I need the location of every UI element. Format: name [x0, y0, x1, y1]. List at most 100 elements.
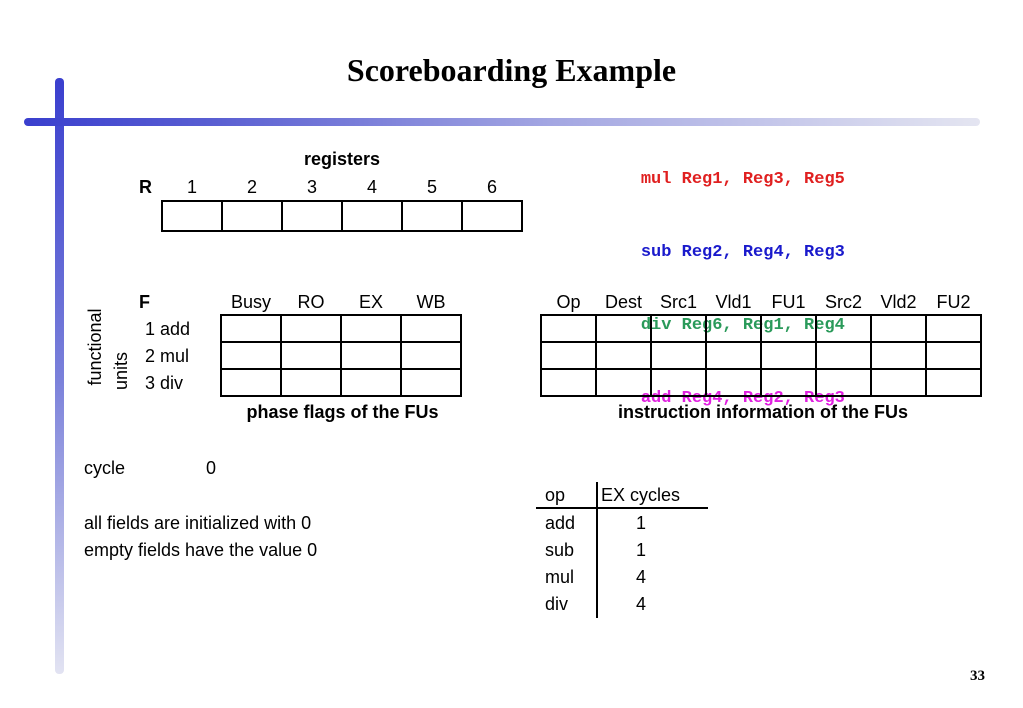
phase-header-ro: RO	[297, 292, 325, 312]
info-cell	[650, 314, 707, 343]
register-cell	[281, 200, 343, 232]
instruction-mul: mul Reg1, Reg3, Reg5	[600, 147, 845, 213]
phase-cell	[340, 368, 402, 397]
info-cell	[595, 314, 652, 343]
register-col-4: 4	[366, 177, 377, 197]
phase-cell	[220, 341, 282, 370]
registers-heading: registers	[303, 149, 381, 169]
info-cell	[595, 368, 652, 397]
info-header-src2: Src2	[824, 292, 862, 312]
register-col-3: 3	[306, 177, 317, 197]
phase-caption: phase flags of the FUs	[246, 402, 439, 422]
fu-row-name: div	[160, 373, 184, 393]
ex-header-op: op	[545, 485, 566, 505]
info-cell	[760, 368, 817, 397]
info-cell	[870, 368, 927, 397]
fu-row-mul: 2 mul	[145, 345, 189, 367]
ex-table-header-rule	[536, 507, 708, 509]
info-cell	[705, 341, 762, 370]
phase-cell	[340, 314, 402, 343]
instruction-args: Reg1, Reg3, Reg5	[681, 170, 845, 189]
info-cell	[705, 368, 762, 397]
phase-cell	[220, 368, 282, 397]
info-cell	[540, 314, 597, 343]
page-number: 33	[970, 668, 985, 684]
ex-row-op: add	[545, 513, 576, 533]
register-cell	[341, 200, 403, 232]
phase-header-busy: Busy	[230, 292, 272, 312]
info-cell	[650, 368, 707, 397]
ex-row-op: div	[545, 594, 569, 614]
instruction-op: mul	[640, 170, 672, 189]
info-cell	[870, 341, 927, 370]
ex-table-vertical-rule	[596, 482, 598, 618]
ex-row-op: sub	[545, 540, 575, 560]
info-cell	[925, 341, 982, 370]
instruction-args: Reg2, Reg4, Reg3	[681, 243, 845, 262]
slide-title: Scoreboarding Example	[346, 52, 677, 88]
fu-row-num: 1	[145, 319, 156, 339]
ex-row-cycles: 1	[635, 540, 646, 560]
fu-row-name: add	[160, 319, 191, 339]
phase-cell	[280, 341, 342, 370]
fu-row-name: mul	[160, 346, 190, 366]
units-side-label: units	[111, 351, 131, 391]
fu-row-add: 1 add	[145, 318, 190, 340]
info-cell	[815, 341, 872, 370]
info-caption: instruction information of the FUs	[618, 402, 908, 422]
registers-row-label: R	[139, 177, 152, 197]
register-col-1: 1	[186, 177, 197, 197]
cycle-label: cycle	[84, 458, 126, 478]
info-header-vld1: Vld1	[715, 292, 752, 312]
info-header-op: Op	[556, 292, 581, 312]
ex-row-cycles: 4	[635, 567, 646, 587]
phase-cell	[400, 341, 462, 370]
info-cell	[760, 314, 817, 343]
fu-row-num: 2	[145, 346, 156, 366]
info-cell	[650, 341, 707, 370]
register-status-table	[161, 200, 523, 232]
ex-row-cycles: 4	[635, 594, 646, 614]
register-cell	[161, 200, 223, 232]
phase-cell	[400, 368, 462, 397]
info-cell	[705, 314, 762, 343]
ex-row-cycles: 1	[635, 513, 646, 533]
phase-flags-table	[220, 314, 462, 397]
ex-row-op: mul	[545, 567, 575, 587]
info-cell	[540, 341, 597, 370]
phase-cell	[280, 368, 342, 397]
instruction-add: add Reg4, Reg2, Reg3	[600, 366, 845, 432]
note-empty-fields: empty fields have the value 0	[84, 540, 318, 560]
info-header-dest: Dest	[604, 292, 642, 312]
info-header-fu1: FU1	[771, 292, 806, 312]
register-col-2: 2	[246, 177, 257, 197]
fu-row-num: 3	[145, 373, 156, 393]
vertical-accent-bar	[55, 78, 64, 674]
register-cell	[221, 200, 283, 232]
phase-cell	[340, 341, 402, 370]
info-cell	[540, 368, 597, 397]
horizontal-accent-bar	[24, 118, 980, 126]
info-header-vld2: Vld2	[880, 292, 917, 312]
fu-row-div: 3 div	[145, 372, 183, 394]
info-cell	[760, 341, 817, 370]
cycle-value: 0	[206, 458, 217, 478]
info-header-fu2: FU2	[936, 292, 971, 312]
instruction-op: sub	[640, 243, 672, 262]
info-cell	[595, 341, 652, 370]
instruction-info-table	[540, 314, 982, 397]
register-cell	[461, 200, 523, 232]
info-cell	[815, 314, 872, 343]
info-header-src1: Src1	[659, 292, 697, 312]
ex-cycles-table: op EX cycles add 1 sub 1 mul 4 div 4	[536, 482, 708, 618]
register-col-6: 6	[486, 177, 497, 197]
fu-col-label: F	[139, 292, 150, 312]
instruction-sub: sub Reg2, Reg4, Reg3	[600, 220, 845, 286]
info-cell	[870, 314, 927, 343]
info-cell	[925, 314, 982, 343]
phase-cell	[280, 314, 342, 343]
info-cell	[815, 368, 872, 397]
functional-side-label: functional	[85, 308, 105, 386]
phase-header-wb: WB	[416, 292, 446, 312]
note-initialized: all fields are initialized with 0	[84, 513, 312, 533]
